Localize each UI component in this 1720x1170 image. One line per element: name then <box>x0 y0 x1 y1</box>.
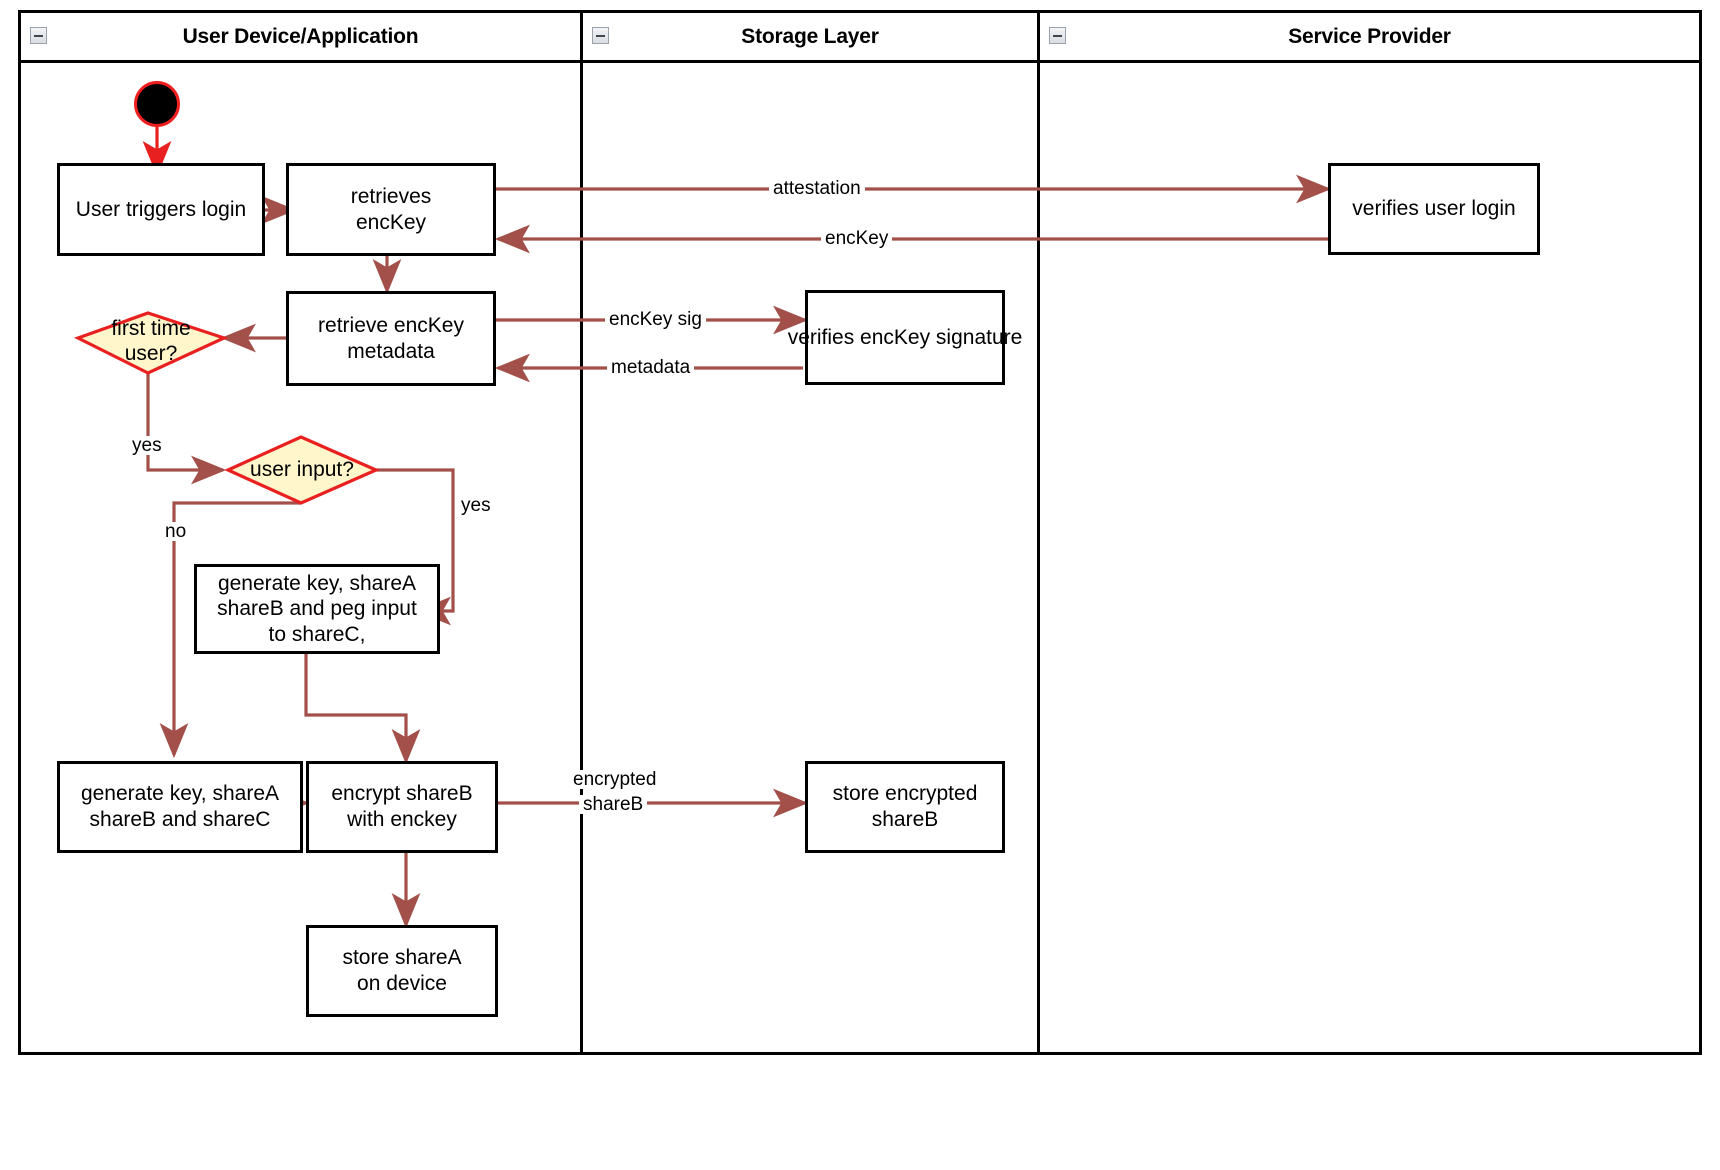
action-label: User triggers login <box>75 197 247 221</box>
initial-node <box>134 81 180 127</box>
edge-label-enckey-sig: encKey sig <box>605 310 706 329</box>
action-retrieve-enckey-metadata[interactable]: retrieve encKey metadata <box>286 291 496 386</box>
action-verifies-user-login[interactable]: verifies user login <box>1328 163 1540 255</box>
action-label-line2: metadata <box>347 339 435 363</box>
action-label-line3: to shareC, <box>268 622 366 646</box>
action-verifies-enckey-signature[interactable]: verifies encKey signature <box>788 290 1022 385</box>
action-retrieves-enckey[interactable]: retrieves encKey <box>286 163 496 256</box>
edge-label-yes-user-input: yes <box>457 496 495 515</box>
action-label-line2: with enckey <box>347 808 457 831</box>
swimlane-diagram: User Device/Application Storage Layer Se… <box>18 10 1702 1055</box>
lane-divider-1 <box>580 13 583 1052</box>
action-label-line1: retrieves <box>350 184 432 208</box>
decision-label-line1: first time <box>111 316 191 340</box>
action-generate-key-peg-input[interactable]: generate key, shareA shareB and peg inpu… <box>194 564 440 654</box>
action-label-line2: shareB and shareC <box>89 808 271 831</box>
action-label: verifies user login <box>1352 197 1516 221</box>
minus-box-icon-storage-layer[interactable] <box>592 27 609 44</box>
action-generate-key-shares[interactable]: generate key, shareA shareB and shareC <box>57 761 303 853</box>
minus-box-icon-user-device[interactable] <box>30 27 47 44</box>
decision-first-time-user[interactable]: first time user? <box>78 309 224 373</box>
action-label-line1: store encrypted <box>832 782 978 806</box>
action-label-line2: encKey <box>355 210 427 234</box>
edge-label-encrypted-shareb-line2: shareB <box>579 795 648 814</box>
lane-title-storage-layer: Storage Layer <box>741 24 879 48</box>
action-label-line2: on device <box>357 972 447 995</box>
edge-label-yes-first-time: yes <box>128 436 166 455</box>
action-store-encrypted-shareb[interactable]: store encrypted shareB <box>805 761 1005 853</box>
action-label-line1: store shareA <box>342 946 462 970</box>
edge-label-encrypted-shareb-line1: encrypted <box>569 770 661 789</box>
action-encrypt-shareb[interactable]: encrypt shareB with enckey <box>306 761 498 853</box>
edge-label-metadata: metadata <box>607 358 695 377</box>
decision-first-time-user-shape <box>73 311 229 375</box>
decision-label-line2: user? <box>124 342 178 365</box>
action-label-line2: shareB <box>871 808 939 831</box>
action-label-line1: generate key, shareA <box>217 571 417 595</box>
decision-label: user input? <box>250 458 354 482</box>
lane-divider-2 <box>1037 13 1040 1052</box>
action-label-line1: encrypt shareB <box>331 782 473 806</box>
edge-label-no-user-input: no <box>161 522 191 541</box>
action-user-triggers-login[interactable]: User triggers login <box>57 163 265 256</box>
lane-header-service-provider: Service Provider <box>1040 13 1699 63</box>
decision-user-input-shape <box>224 435 380 505</box>
lane-title-user-device: User Device/Application <box>182 24 419 48</box>
lane-header-user-device: User Device/Application <box>21 13 580 63</box>
action-label-line1: retrieve encKey <box>318 313 464 337</box>
action-label-line1: generate key, shareA <box>80 782 280 806</box>
action-label: verifies encKey signature <box>787 325 1023 349</box>
minus-box-icon-service-provider[interactable] <box>1049 27 1066 44</box>
action-label-line2: shareB and peg input <box>217 597 417 621</box>
action-store-sharea-on-device[interactable]: store shareA on device <box>306 925 498 1017</box>
lane-title-service-provider: Service Provider <box>1288 24 1451 48</box>
decision-user-input[interactable]: user input? <box>228 437 376 503</box>
lane-header-storage-layer: Storage Layer <box>583 13 1037 63</box>
edge-label-attestation: attestation <box>769 179 865 198</box>
edge-label-enckey: encKey <box>821 229 893 248</box>
